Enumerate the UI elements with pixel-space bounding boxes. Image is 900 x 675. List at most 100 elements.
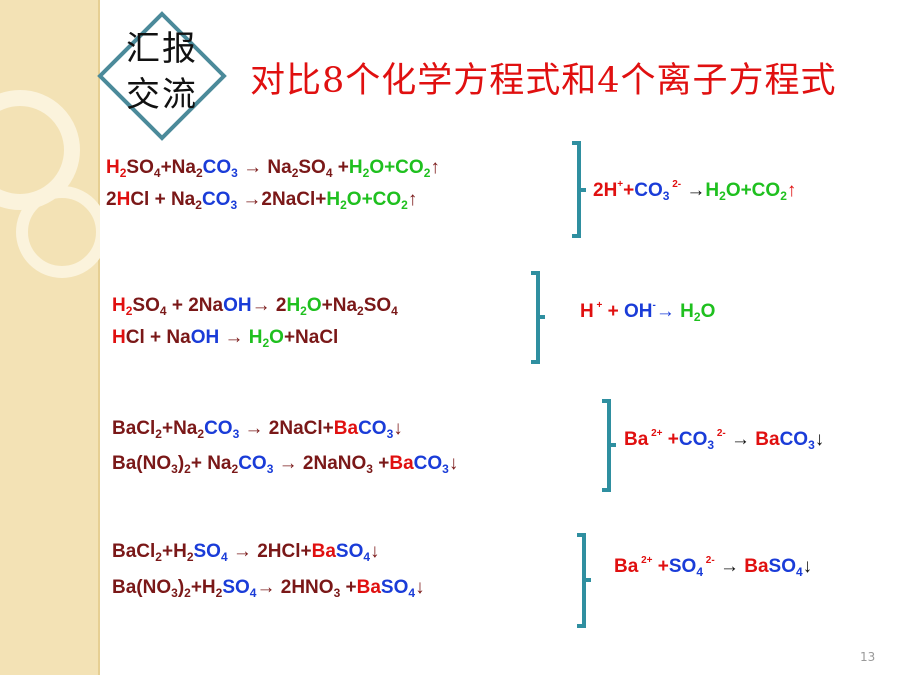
formula-segment: 2 [125, 304, 133, 318]
formula-segment: 2 [186, 550, 194, 564]
formula-segment: ↑ [407, 189, 418, 210]
formula-segment: Ba [389, 453, 414, 474]
formula-segment: 4 [795, 565, 803, 579]
formula-segment: CO [678, 429, 708, 450]
formula-segment: ) [177, 577, 185, 598]
formula-segment: H [680, 301, 694, 322]
formula-segment: → 2 [251, 295, 287, 316]
formula-segment: SO [298, 157, 326, 178]
formula-segment: CO [413, 453, 443, 474]
formula-segment: 3 [232, 427, 240, 441]
formula-segment: H [106, 157, 120, 178]
badge-diamond [97, 11, 227, 141]
formula-segment: SO [335, 541, 364, 562]
equation-3-1: BaCl2+Na2CO3 → 2NaCl+BaCO3↓ [112, 418, 403, 441]
formula-segment: 2 [155, 550, 162, 564]
formula-segment: OH [190, 327, 220, 348]
formula-segment: 2+ [638, 555, 653, 566]
formula-segment: Cl + Na [125, 327, 191, 348]
formula-segment: 3 [366, 462, 373, 476]
formula-segment: → [655, 301, 681, 322]
formula-segment: 2 [300, 304, 307, 318]
formula-segment: CO [204, 418, 233, 439]
formula-segment: →2NaCl+ [237, 189, 327, 210]
decor-circles [0, 90, 100, 278]
formula-segment: 2 [231, 462, 239, 476]
formula-segment: BaCl [112, 541, 156, 562]
ionic-equation-3: Ba 2+ +CO3 2- → BaCO3↓ [624, 428, 824, 452]
formula-segment: + [617, 179, 624, 190]
equation-1-1: H2SO4+Na2CO3 → Na2SO4 +H2O+CO2↑ [106, 157, 440, 180]
formula-segment: 2 [780, 189, 787, 203]
ionic-equation-4: Ba 2+ +SO4 2- → BaSO4↓ [614, 555, 812, 579]
formula-segment: Ba [311, 541, 336, 562]
formula-segment: ↑ [430, 157, 440, 178]
formula-segment: 4 [408, 586, 416, 600]
formula-segment: 4 [325, 166, 333, 180]
formula-segment: OH [624, 301, 653, 322]
equation-4-2: Ba(NO3)2+H2SO4→ 2HNO3 +BaSO4↓ [112, 577, 425, 600]
formula-segment: O [306, 295, 322, 316]
formula-segment: SO [363, 295, 392, 316]
formula-segment: 3 [171, 462, 178, 476]
formula-segment: 2 [357, 304, 364, 318]
formula-segment: SO [222, 577, 250, 598]
formula-segment: → [725, 429, 756, 450]
formula-segment: 3 [662, 189, 670, 203]
equation-4-1: BaCl2+H2SO4 → 2HCl+BaSO4↓ [112, 541, 380, 564]
formula-segment: + [602, 301, 625, 322]
badge-line-2: 交流 [126, 75, 198, 115]
formula-segment: O+CO [369, 157, 424, 178]
formula-segment: SO [380, 577, 409, 598]
equation-2-2: HCl + NaOH → H2O+NaCl [112, 327, 338, 350]
formula-segment: 2 [119, 166, 127, 180]
formula-segment: CO [779, 429, 809, 450]
formula-segment: 3 [266, 462, 274, 476]
formula-segment: H [348, 157, 363, 178]
formula-segment: O [269, 327, 284, 348]
formula-segment: 2 [184, 462, 191, 476]
formula-segment: 2H [593, 180, 618, 201]
formula-segment: + [652, 556, 669, 577]
formula-segment: + 2Na [166, 295, 224, 316]
formula-segment: CO [201, 189, 231, 210]
formula-segment: ↓ [370, 541, 380, 562]
formula-segment: ↑ [786, 180, 797, 201]
ionic-equation-1: 2H++CO3 2- →H2O+CO2↑ [593, 179, 796, 203]
formula-segment: 2 [362, 166, 370, 180]
formula-segment: H [580, 301, 594, 322]
formula-segment: 3 [808, 438, 815, 452]
formula-segment: +Na [161, 418, 198, 439]
bracket-group-3 [602, 399, 616, 492]
formula-segment: 3 [386, 427, 394, 441]
formula-segment: Cl + Na [130, 189, 196, 210]
equation-2-1: H2SO4 + 2NaOH→ 2H2O+Na2SO4 [112, 295, 398, 318]
formula-segment: 4 [363, 550, 371, 564]
ionic-equation-2: H + + OH-→ H2O [580, 300, 715, 324]
page-title: 对比8个化学方程式和4个离子方程式 [250, 61, 837, 101]
formula-segment: O+CO [725, 180, 781, 201]
equation-3-2: Ba(NO3)2+ Na2CO3 → 2NaNO3 +BaCO3↓ [112, 453, 458, 476]
bracket-group-4 [577, 533, 591, 628]
formula-segment: + [372, 453, 390, 474]
formula-segment: BaCl [112, 418, 156, 439]
formula-segment: + [593, 300, 603, 311]
formula-segment: CO [238, 453, 267, 474]
formula-segment: → [681, 180, 706, 201]
formula-segment: (NO [136, 577, 172, 598]
formula-segment: SO [193, 541, 221, 562]
formula-segment: Ba [744, 556, 769, 577]
formula-segment: CO [634, 180, 663, 201]
page-number: 13 [860, 650, 876, 664]
formula-segment: 2 [291, 166, 299, 180]
bracket-group-1 [572, 141, 586, 238]
formula-segment: Ba [112, 577, 137, 598]
formula-segment: +H [190, 577, 216, 598]
formula-segment: → 2HNO [256, 577, 334, 598]
formula-segment: +Na [160, 157, 196, 178]
formula-segment: → 2HCl+ [227, 541, 312, 562]
formula-segment: 2 [155, 427, 162, 441]
bracket-group-2 [531, 271, 545, 364]
formula-segment: Ba [356, 577, 381, 598]
formula-segment: Ba [624, 429, 649, 450]
